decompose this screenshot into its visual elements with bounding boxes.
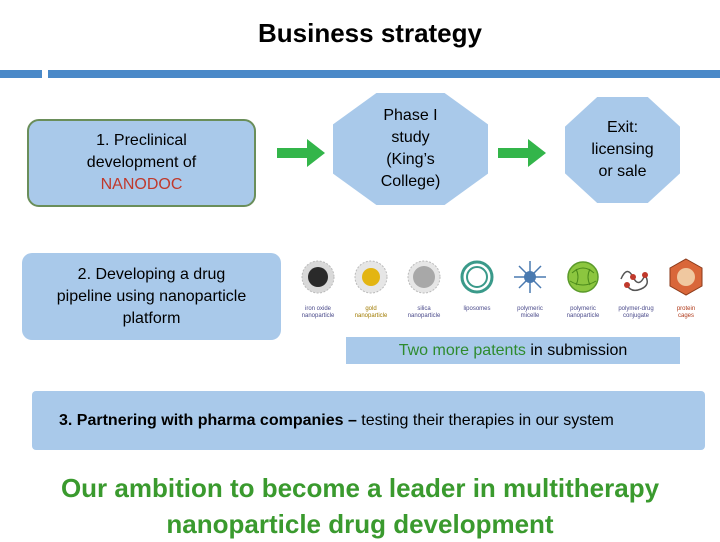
arrow-right-icon bbox=[277, 139, 325, 167]
np-label-line2: conjugate bbox=[622, 313, 650, 319]
liposome-icon bbox=[460, 260, 494, 294]
ambition-statement: Our ambition to become a leader in multi… bbox=[0, 470, 720, 542]
polymer-drug-conjugate: polymer-drug conjugate bbox=[611, 255, 661, 320]
np-label-line1: silica bbox=[417, 306, 431, 312]
patents-banner: Two more patents in submission bbox=[346, 337, 680, 364]
step1-preclinical-box: 1. Preclinical development of NANODOC bbox=[27, 119, 256, 207]
np-label-line1: liposomes bbox=[463, 306, 491, 312]
np-label-line1: polymer-drug bbox=[618, 306, 654, 312]
slide-title: Business strategy bbox=[258, 18, 482, 48]
ambition-line2: nanoparticle drug development bbox=[166, 509, 554, 539]
exit-box: Exit: licensing or sale bbox=[565, 97, 680, 203]
polymer-drug-conjugate-icon bbox=[620, 270, 648, 292]
np-label: polymeric micelle bbox=[505, 306, 555, 320]
np-label-line2: cages bbox=[677, 313, 694, 319]
protein-cage-icon bbox=[669, 258, 703, 296]
np-label-line2: nanoparticle bbox=[566, 313, 600, 319]
nanoparticle-types-figure: iron oxide nanoparticle gold nanoparticl… bbox=[293, 255, 703, 325]
phase-line4: College) bbox=[380, 173, 441, 190]
phase1-study-box: Phase I study (King’s College) bbox=[333, 93, 488, 205]
polymeric-micelle: polymeric micelle bbox=[505, 255, 555, 320]
title-rule-left bbox=[0, 70, 42, 78]
step1-line2: development of bbox=[86, 154, 197, 171]
step3-bold: 3. Partnering with pharma companies – bbox=[59, 411, 357, 429]
exit-line3: or sale bbox=[598, 163, 647, 180]
polymeric-nanoparticle: polymeric nanoparticle bbox=[558, 255, 608, 320]
polymeric-micelle-icon bbox=[514, 261, 546, 293]
np-label-line1: protein bbox=[676, 306, 696, 312]
np-label-line2: micelle bbox=[520, 313, 540, 319]
np-label-line2: nanoparticle bbox=[301, 313, 335, 319]
phase-line3: (King’s bbox=[386, 151, 435, 168]
iron-oxide-nanoparticle: iron oxide nanoparticle bbox=[293, 255, 343, 320]
iron-oxide-nanoparticle-icon bbox=[301, 260, 335, 294]
step2-line2: pipeline using nanoparticle bbox=[56, 287, 247, 305]
np-label: protein cages bbox=[661, 306, 711, 320]
patents-highlight: Two more patents bbox=[398, 342, 526, 359]
np-label-line1: iron oxide bbox=[304, 306, 331, 312]
silica-nanoparticle-icon bbox=[407, 260, 441, 294]
np-label-line2: nanoparticle bbox=[354, 313, 388, 319]
silica-nanoparticle: silica nanoparticle bbox=[399, 255, 449, 320]
step3-rest: testing their therapies in our system bbox=[356, 411, 614, 429]
np-label-line2: nanoparticle bbox=[407, 313, 441, 319]
exit-line2: licensing bbox=[591, 141, 654, 158]
phase-line1: Phase I bbox=[383, 107, 438, 124]
arrow-right-icon bbox=[498, 139, 546, 167]
np-label: polymeric nanoparticle bbox=[558, 306, 608, 320]
phase-line2: study bbox=[391, 129, 430, 146]
step3-partnering-box: 3. Partnering with pharma companies – te… bbox=[32, 391, 705, 450]
patents-rest: in submission bbox=[525, 342, 628, 359]
gold-nanoparticle-icon bbox=[354, 260, 388, 294]
exit-line1: Exit: bbox=[606, 119, 639, 136]
gold-nanoparticle: gold nanoparticle bbox=[346, 255, 396, 320]
step1-line1: 1. Preclinical bbox=[96, 132, 187, 149]
np-label-line1: polymeric bbox=[570, 306, 596, 312]
np-label: gold nanoparticle bbox=[346, 306, 396, 320]
np-label: liposomes bbox=[452, 306, 502, 313]
title-rule-right bbox=[48, 70, 720, 78]
step2-pipeline-box: 2. Developing a drug pipeline using nano… bbox=[22, 253, 281, 340]
protein-cage: protein cages bbox=[661, 255, 711, 320]
step2-line1: 2. Developing a drug bbox=[77, 265, 226, 283]
polymeric-nanoparticle-icon bbox=[567, 261, 599, 293]
step2-line3: platform bbox=[122, 309, 181, 327]
np-label: iron oxide nanoparticle bbox=[293, 306, 343, 320]
np-label-line1: polymeric bbox=[517, 306, 543, 312]
step1-nanodoc: NANODOC bbox=[100, 176, 183, 193]
np-label: silica nanoparticle bbox=[399, 306, 449, 320]
liposome: liposomes bbox=[452, 255, 502, 313]
np-label-line1: gold bbox=[365, 306, 377, 312]
ambition-line1: Our ambition to become a leader in multi… bbox=[60, 473, 660, 503]
np-label: polymer-drug conjugate bbox=[611, 306, 661, 320]
